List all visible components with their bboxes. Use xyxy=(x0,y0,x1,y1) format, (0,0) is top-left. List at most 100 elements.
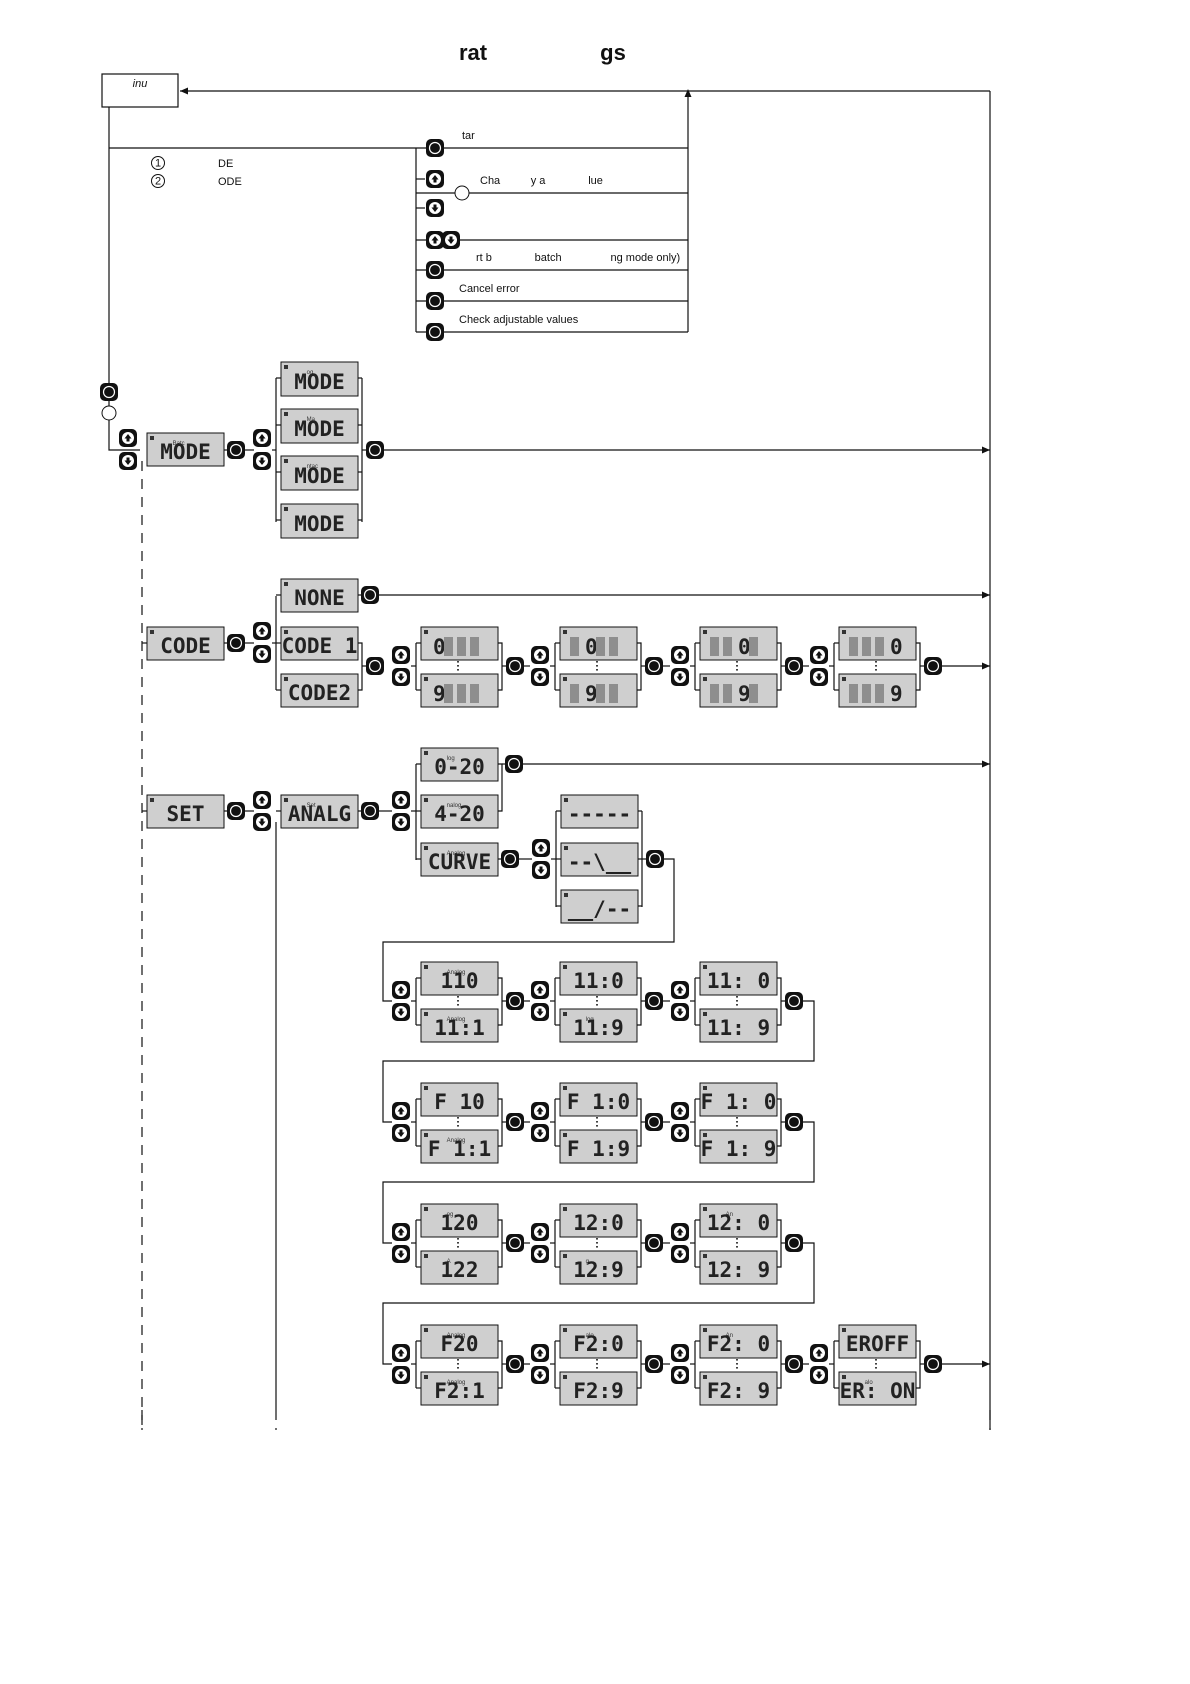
down-arrow-button[interactable] xyxy=(671,1003,689,1021)
down-arrow-button[interactable] xyxy=(671,668,689,686)
enter-button[interactable] xyxy=(426,261,444,279)
enter-button[interactable] xyxy=(646,850,664,868)
down-arrow-button[interactable] xyxy=(532,861,550,879)
enter-button[interactable] xyxy=(645,992,663,1010)
enter-button[interactable] xyxy=(645,1113,663,1131)
down-arrow-button[interactable] xyxy=(442,231,460,249)
down-arrow-button[interactable] xyxy=(531,1366,549,1384)
down-arrow-button[interactable] xyxy=(671,1245,689,1263)
enter-button[interactable] xyxy=(924,657,942,675)
enter-button[interactable] xyxy=(785,657,803,675)
enter-button[interactable] xyxy=(426,323,444,341)
enter-button[interactable] xyxy=(506,992,524,1010)
up-arrow-button[interactable] xyxy=(671,1344,689,1362)
up-arrow-button[interactable] xyxy=(531,1223,549,1241)
code-digit: 0 xyxy=(433,635,446,659)
down-arrow-button[interactable] xyxy=(392,1124,410,1142)
up-arrow-button[interactable] xyxy=(531,1102,549,1120)
up-arrow-button[interactable] xyxy=(671,646,689,664)
up-arrow-button[interactable] xyxy=(671,1223,689,1241)
up-arrow-button[interactable] xyxy=(426,170,444,188)
enter-button[interactable] xyxy=(361,802,379,820)
enter-dot-icon xyxy=(428,141,442,155)
enter-button[interactable] xyxy=(506,1113,524,1131)
enter-button[interactable] xyxy=(100,383,118,401)
enter-button[interactable] xyxy=(785,1113,803,1131)
up-arrow-button[interactable] xyxy=(531,1344,549,1362)
enter-button[interactable] xyxy=(785,1355,803,1373)
enter-button[interactable] xyxy=(506,1355,524,1373)
enter-button[interactable] xyxy=(645,1234,663,1252)
enter-button[interactable] xyxy=(785,992,803,1010)
lcd-segment xyxy=(444,684,453,703)
up-arrow-button[interactable] xyxy=(810,646,828,664)
down-arrow-button[interactable] xyxy=(392,813,410,831)
up-arrow-button[interactable] xyxy=(253,791,271,809)
lcd-screen xyxy=(559,1250,638,1285)
down-arrow-button[interactable] xyxy=(531,1003,549,1021)
down-arrow-button[interactable] xyxy=(253,645,271,663)
up-arrow-button[interactable] xyxy=(532,839,550,857)
down-arrow-button[interactable] xyxy=(671,1124,689,1142)
enter-button[interactable] xyxy=(227,634,245,652)
enter-button[interactable] xyxy=(501,850,519,868)
down-arrow-button[interactable] xyxy=(119,452,137,470)
down-arrow-button[interactable] xyxy=(531,1124,549,1142)
enter-button[interactable] xyxy=(785,1234,803,1252)
up-arrow-button[interactable] xyxy=(253,622,271,640)
down-arrow-button[interactable] xyxy=(531,1245,549,1263)
down-arrow-button[interactable] xyxy=(392,668,410,686)
down-arrow-button[interactable] xyxy=(810,1366,828,1384)
lcd-indicator-icon xyxy=(150,630,154,634)
lcd-indicator-icon xyxy=(564,846,568,850)
arrow-down-icon xyxy=(676,1008,684,1016)
enter-button[interactable] xyxy=(227,441,245,459)
up-arrow-button[interactable] xyxy=(671,981,689,999)
up-arrow-button[interactable] xyxy=(810,1344,828,1362)
enter-button[interactable] xyxy=(227,802,245,820)
enter-button[interactable] xyxy=(426,292,444,310)
down-arrow-button[interactable] xyxy=(671,1366,689,1384)
down-arrow-button[interactable] xyxy=(810,668,828,686)
lcd-main-text: F 1: 0 xyxy=(701,1090,777,1114)
enter-button[interactable] xyxy=(924,1355,942,1373)
up-arrow-button[interactable] xyxy=(392,1102,410,1120)
lcd-main-text: 0-20 xyxy=(434,755,485,779)
down-arrow-button[interactable] xyxy=(531,668,549,686)
down-arrow-button[interactable] xyxy=(426,199,444,217)
ellipsis-dot xyxy=(736,1000,738,1002)
mode-exit-arrow-icon xyxy=(982,446,990,454)
up-arrow-button[interactable] xyxy=(392,1344,410,1362)
up-arrow-button[interactable] xyxy=(392,646,410,664)
up-arrow-button[interactable] xyxy=(392,981,410,999)
down-arrow-button[interactable] xyxy=(392,1003,410,1021)
up-arrow-button[interactable] xyxy=(119,429,137,447)
up-arrow-button[interactable] xyxy=(426,231,444,249)
enter-button[interactable] xyxy=(366,657,384,675)
enter-button[interactable] xyxy=(426,139,444,157)
lcd-main-text: MODE xyxy=(294,417,345,441)
enter-button[interactable] xyxy=(645,657,663,675)
down-arrow-button[interactable] xyxy=(253,452,271,470)
enter-button[interactable] xyxy=(506,657,524,675)
up-arrow-button[interactable] xyxy=(531,646,549,664)
enter-button[interactable] xyxy=(366,441,384,459)
down-arrow-button[interactable] xyxy=(392,1245,410,1263)
up-arrow-button[interactable] xyxy=(671,1102,689,1120)
lcd-segment xyxy=(862,637,871,656)
down-arrow-button[interactable] xyxy=(392,1366,410,1384)
up-arrow-button[interactable] xyxy=(531,981,549,999)
enter-button[interactable] xyxy=(506,1234,524,1252)
up-arrow-button[interactable] xyxy=(392,791,410,809)
up-arrow-button[interactable] xyxy=(392,1223,410,1241)
lcd-segment xyxy=(570,684,579,703)
enter-dot-icon xyxy=(428,263,442,277)
lcd-indicator-icon xyxy=(284,459,288,463)
down-arrow-button[interactable] xyxy=(253,813,271,831)
lcd-main-text: 12:9 xyxy=(573,1258,624,1282)
enter-button[interactable] xyxy=(361,586,379,604)
enter-button[interactable] xyxy=(645,1355,663,1373)
ellipsis-dot xyxy=(736,665,738,667)
up-arrow-button[interactable] xyxy=(253,429,271,447)
enter-button[interactable] xyxy=(505,755,523,773)
